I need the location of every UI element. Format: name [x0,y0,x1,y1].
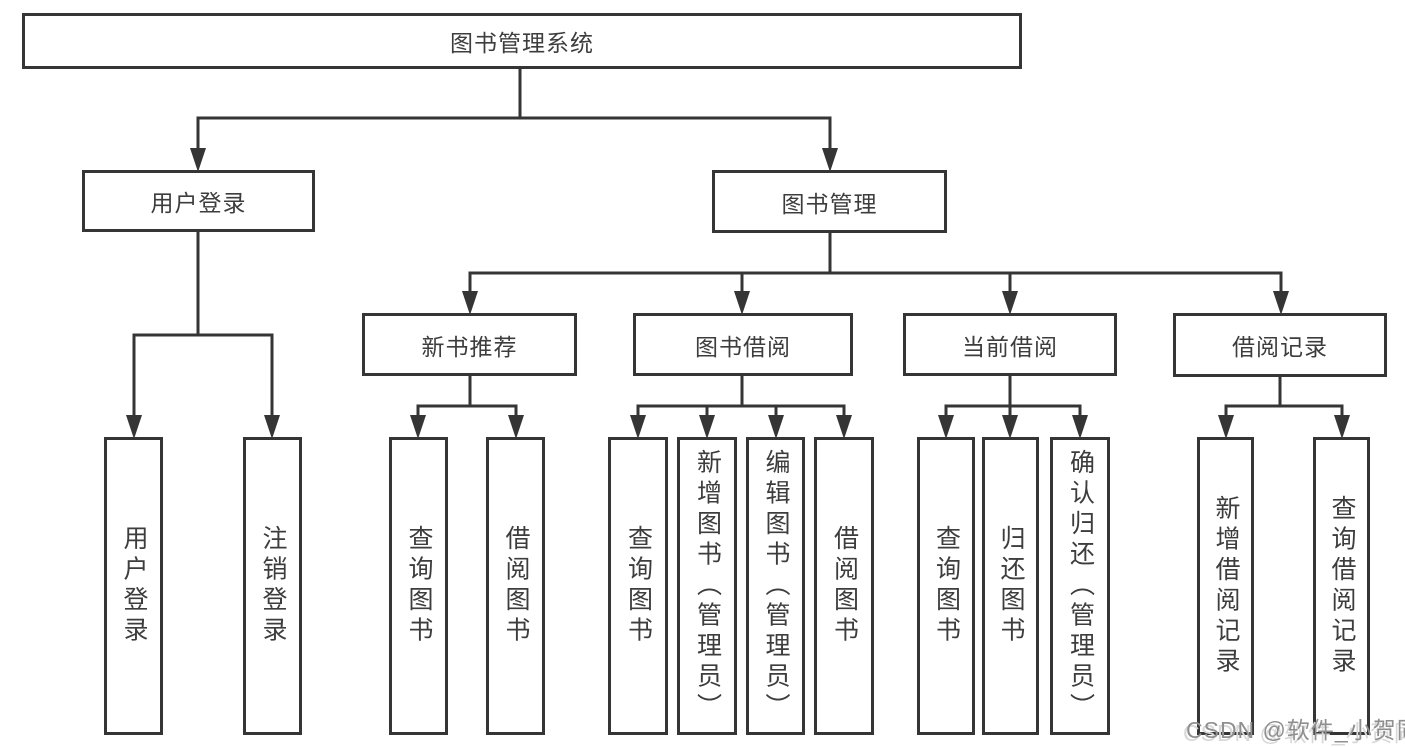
arrow-head [1002,291,1018,315]
node-book-borrow: 图书借阅 [633,313,853,376]
leaf-query-borrow-record: 查询借阅记录 [1313,437,1370,735]
arrow-head [508,415,524,439]
arrow-head [938,415,954,439]
leaf-borrow-book: 借阅图书 [814,437,874,735]
arrow-head [734,291,750,315]
arrow-head [190,148,206,172]
arrow-head [1334,415,1350,439]
leaf-query-book-recommend: 查询图书 [389,437,448,735]
node-user-login: 用户登录 [82,170,315,232]
arrow-head [126,415,142,439]
arrow-head [1218,415,1234,439]
node-borrow-records: 借阅记录 [1173,313,1387,377]
leaf-add-book-admin: 新增图书（管理员） [677,437,737,735]
leaf-add-borrow-record: 新增借阅记录 [1197,437,1254,735]
arrow-head [836,415,852,439]
arrow-head [1072,415,1088,439]
csdn-watermark: CSDN @软件_小贺同学 [1186,717,1405,743]
leaf-confirm-return-admin: 确认归还（管理员） [1050,437,1110,735]
leaf-borrow-book-recommend: 借阅图书 [486,437,545,735]
arrow-head [1002,415,1018,439]
arrow-head [462,291,478,315]
arrow-head [264,415,280,439]
arrow-head [410,415,426,439]
leaf-return-book: 归还图书 [982,437,1039,735]
node-library-management-system: 图书管理系统 [22,13,1022,69]
leaf-logout: 注销登录 [243,437,302,735]
leaf-query-book-borrow: 查询图书 [608,437,668,735]
arrow-head [699,415,715,439]
leaf-edit-book-admin: 编辑图书（管理员） [746,437,805,735]
arrow-head [822,148,838,172]
node-new-book-recommend: 新书推荐 [362,313,577,376]
arrow-head [630,415,646,439]
leaf-query-book-current: 查询图书 [917,437,975,735]
node-current-borrow: 当前借阅 [903,313,1117,376]
arrow-head [768,415,784,439]
arrow-head [1273,291,1289,315]
leaf-user-login: 用户登录 [104,437,163,735]
connector-path [132,67,1344,408]
node-book-management: 图书管理 [712,170,947,233]
